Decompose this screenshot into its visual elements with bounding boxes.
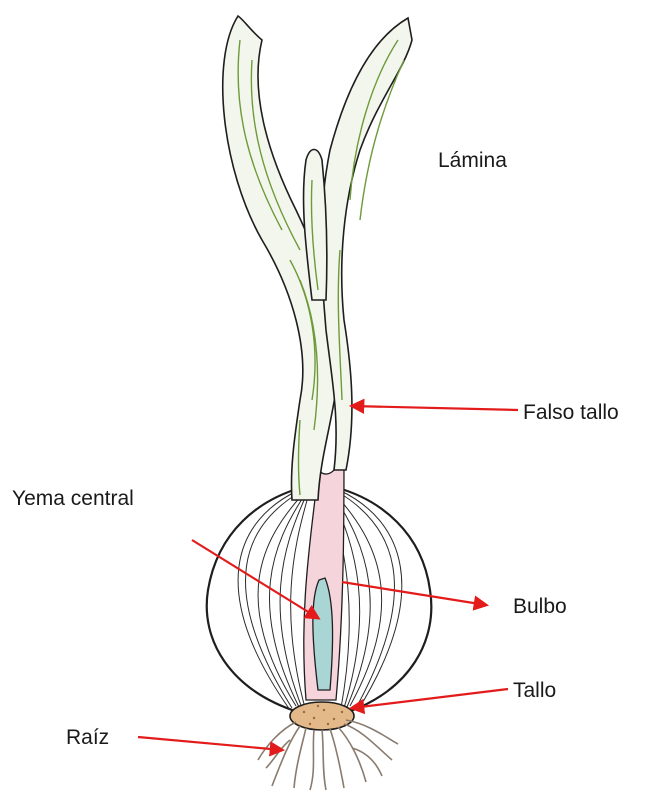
label-bulbo: Bulbo: [513, 596, 567, 617]
label-lamina: Lámina: [438, 150, 507, 171]
arrow-falso-tallo: [352, 406, 518, 410]
leaf-right: [321, 18, 412, 470]
label-raiz: Raíz: [66, 727, 109, 748]
central-bud: [313, 578, 333, 690]
label-tallo: Tallo: [513, 680, 556, 701]
leaves: [223, 16, 412, 500]
arrow-raiz: [138, 737, 282, 750]
label-falso-tallo: Falso tallo: [523, 402, 619, 423]
label-yema-central: Yema central: [12, 488, 134, 509]
